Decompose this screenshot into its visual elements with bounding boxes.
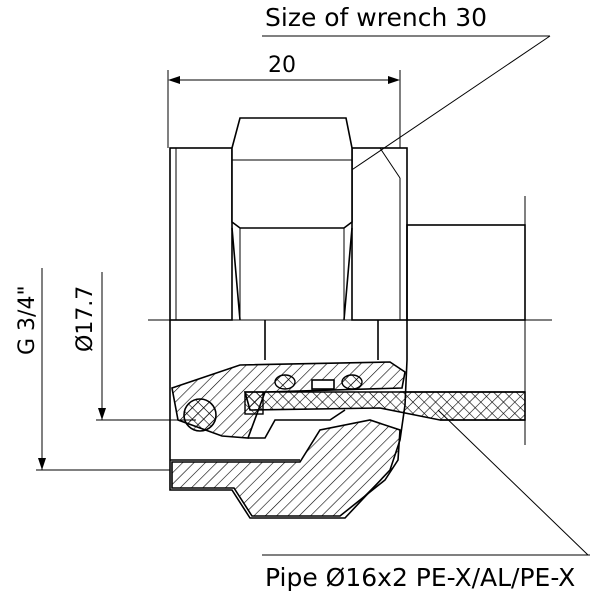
- hex-nut-top: [231, 117, 353, 229]
- thread-dimension-label: G 3/4": [15, 285, 40, 355]
- o-ring-large: [183, 398, 217, 432]
- o-ring-small-right: [341, 374, 363, 390]
- diameter-arrow: [98, 408, 106, 420]
- wrench-leader: [321, 35, 551, 191]
- fitting-body-upper: [169, 117, 526, 445]
- width-dimension-label: 20: [268, 53, 296, 78]
- hex-side-lines: [231, 227, 353, 321]
- support-sleeve: [248, 409, 346, 439]
- thread-arrow: [38, 458, 46, 470]
- wrench-size-label: Size of wrench 30: [265, 3, 487, 32]
- width-dimension: 20: [167, 53, 401, 148]
- body-flange-right: [351, 147, 408, 321]
- pipe-end-section: [244, 391, 264, 415]
- diameter-dimension: Ø17.7: [73, 272, 196, 421]
- pipe-stub-upper: [406, 224, 526, 321]
- width-arrow-left: [168, 76, 180, 84]
- o-ring-small-left: [274, 374, 296, 390]
- diameter-dimension-label: Ø17.7: [73, 286, 98, 352]
- flange-chamfer-line: [379, 147, 401, 179]
- fitting-body-section: [169, 320, 526, 519]
- pipe-annotation: Pipe Ø16x2 PE-X/AL/PE-X: [262, 409, 590, 592]
- pipe-leader: [437, 409, 589, 556]
- width-arrow-right: [388, 76, 400, 84]
- nut-section-hatched: [171, 419, 401, 517]
- pipe-label: Pipe Ø16x2 PE-X/AL/PE-X: [265, 563, 575, 592]
- wrench-size-annotation: Size of wrench 30: [262, 3, 551, 191]
- body-flange-left: [169, 147, 233, 321]
- thread-dimension: G 3/4": [15, 268, 170, 471]
- pipe-wall-section: [243, 391, 526, 421]
- insert-gap: [311, 379, 335, 390]
